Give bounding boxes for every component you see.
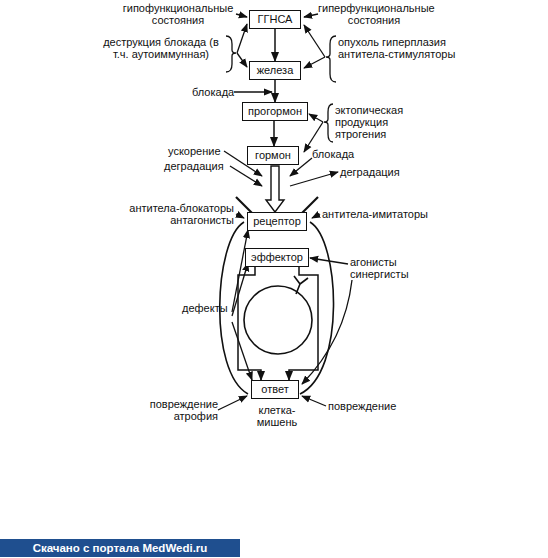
hollow-arrow (266, 166, 284, 212)
annotation-text: деградация (340, 166, 400, 178)
annotation-text: опухоль гиперплазия антитела-стимуляторы (338, 36, 455, 60)
annotation-text: антитела-имитаторы (322, 208, 428, 220)
response-box: ответ (251, 380, 299, 399)
nucleus (244, 276, 312, 354)
axis-box: ГГНСА (249, 10, 301, 29)
annotation-text: дефекты (182, 302, 228, 314)
node-text: ГГНСА (258, 13, 293, 26)
annotation-label: повреждение атрофия (140, 398, 218, 422)
annotation-label: антитела-имитаторы (322, 208, 437, 220)
watermark-text: Скачано с портала MedWedi.ru (33, 542, 208, 554)
annotation-label: блокада (192, 86, 236, 98)
annotation-text: ускорение (168, 145, 221, 157)
annotation-label: деградация (164, 160, 230, 172)
annotation-text: агонисты синергисты (350, 256, 409, 280)
annotation-text: гипофункциональные состояния (123, 2, 234, 26)
node-text: ответ (261, 383, 288, 396)
connector-branch (238, 267, 261, 380)
annotation-text: деградация (164, 160, 224, 172)
annotation-label: дефекты (182, 302, 232, 314)
receptor-box: рецептор (247, 212, 307, 231)
gland-box: железа (249, 61, 301, 80)
annotation-text: блокада (192, 86, 234, 98)
annotation-label: антитела-блокаторы антагонисты (112, 202, 234, 226)
node-text: гормон (255, 149, 291, 162)
node-text: рецептор (253, 215, 301, 228)
node-text: прогормон (248, 105, 302, 118)
annotation-label: повреждение (328, 400, 403, 412)
annotation-label: агонисты синергисты (350, 256, 416, 280)
annotation-text: повреждение атрофия (150, 398, 218, 422)
prohormone-box: прогормон (242, 102, 308, 121)
node-text: железа (257, 64, 294, 77)
annotation-label: гиперфункциональные состояния (318, 2, 430, 26)
annotation-label: клетка-мишень (248, 404, 306, 428)
connector-arrow (274, 29, 276, 61)
annotation-label: опухоль гиперплазия антитела-стимуляторы (338, 36, 464, 60)
annotation-label: деградация (340, 166, 410, 178)
annotation-label: ускорение (168, 145, 226, 157)
effector-box: эффектор (245, 248, 309, 267)
annotation-text: повреждение (328, 400, 396, 412)
watermark-band: Скачано с портала MedWedi.ru (0, 539, 240, 557)
annotation-label: гипофункциональные состояния (122, 2, 234, 26)
annotation-text: антитела-блокаторы антагонисты (129, 202, 234, 226)
annotation-label: блокада (312, 148, 362, 160)
connector-arrow (273, 121, 275, 146)
annotation-text: гиперфункциональные состояния (318, 2, 435, 26)
hormone-box: гормон (247, 146, 299, 165)
cell-outline (220, 222, 334, 394)
annotation-text: блокада (312, 148, 354, 160)
connector-branch (289, 267, 318, 380)
node-text: эффектор (251, 251, 303, 264)
connector-arrow (238, 267, 318, 380)
annotation-label: деструкция блокада (в т.ч. аутоиммунная) (98, 36, 224, 60)
connector-arrow (274, 80, 276, 102)
annotation-label: эктопическая продукция ятрогения (335, 104, 415, 140)
annotation-text: деструкция блокада (в т.ч. аутоиммунная) (103, 36, 219, 60)
annotation-text: эктопическая продукция ятрогения (335, 104, 403, 140)
annotation-text: клетка-мишень (257, 404, 297, 428)
